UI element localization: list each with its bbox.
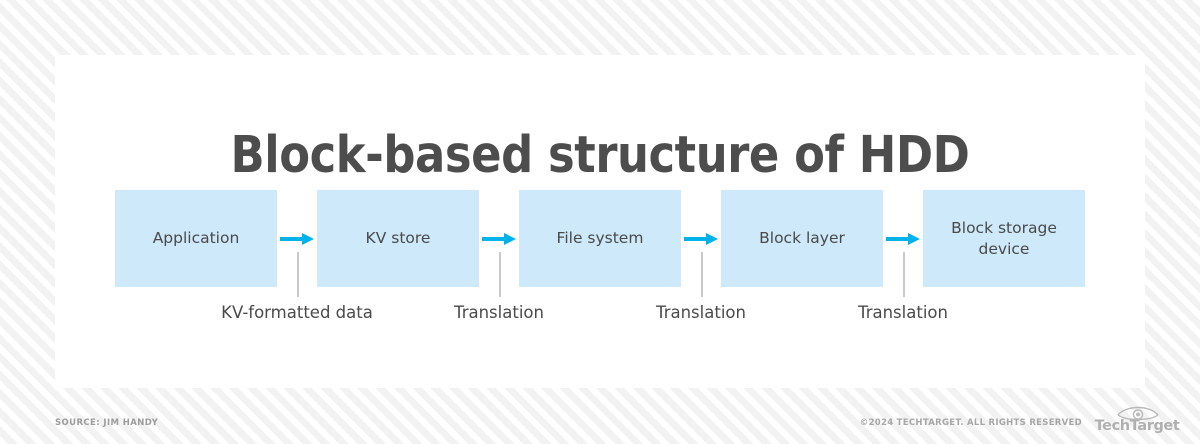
arrow-right-icon [684, 233, 718, 245]
page-title: Block-based structure of HDD [230, 126, 970, 186]
flow-node-label: KV store [365, 229, 431, 248]
arrow-head [504, 233, 516, 245]
flow-arrow-4-cell [883, 190, 923, 287]
flow-node-label: Block storage device [951, 218, 1057, 258]
flow-arrow-3-cell [681, 190, 721, 287]
arrow-shaft [482, 237, 506, 241]
transition-caption: Translation [858, 303, 948, 322]
copyright-notice: ©2024 TECHTARGET. ALL RIGHTS RESERVED [859, 418, 1082, 428]
flow-node-label: Block layer [759, 229, 845, 248]
eye-icon [1117, 406, 1159, 421]
flow-diagram: Application KV store File system [115, 190, 1085, 287]
flow-node-label: File system [556, 229, 644, 248]
arrow-head [706, 233, 718, 245]
arrow-right-icon [482, 233, 516, 245]
tick-line [499, 252, 501, 297]
tick-line [903, 252, 905, 297]
arrow-right-icon [280, 233, 314, 245]
transition-caption: Translation [656, 303, 746, 322]
arrow-head [908, 233, 920, 245]
tick-line [297, 252, 299, 297]
flow-node-label: Application [152, 229, 240, 248]
transition-annotations: KV-formatted data Translation Translatio… [115, 252, 1085, 372]
arrow-head [302, 233, 314, 245]
techtarget-logo: TechTarget [1088, 404, 1186, 440]
brand-wordmark: TechTarget [1094, 418, 1180, 434]
arrow-right-icon [886, 233, 920, 245]
tick-line [701, 252, 703, 297]
flow-node-file-system[interactable]: File system [519, 190, 681, 287]
flow-node-kv-store[interactable]: KV store [317, 190, 479, 287]
flow-node-block-storage-device[interactable]: Block storage device [923, 190, 1085, 287]
flow-node-application[interactable]: Application [115, 190, 277, 287]
arrow-shaft [886, 237, 910, 241]
arrow-shaft [280, 237, 304, 241]
transition-caption: Translation [454, 303, 544, 322]
flow-node-block-layer[interactable]: Block layer [721, 190, 883, 287]
source-credit: SOURCE: JIM HANDY [55, 418, 159, 428]
transition-caption: KV-formatted data [221, 303, 373, 322]
content-card: Block-based structure of HDD Application… [55, 55, 1145, 388]
flow-arrow-1-cell [277, 190, 317, 287]
arrow-shaft [684, 237, 708, 241]
flow-arrow-2-cell [479, 190, 519, 287]
